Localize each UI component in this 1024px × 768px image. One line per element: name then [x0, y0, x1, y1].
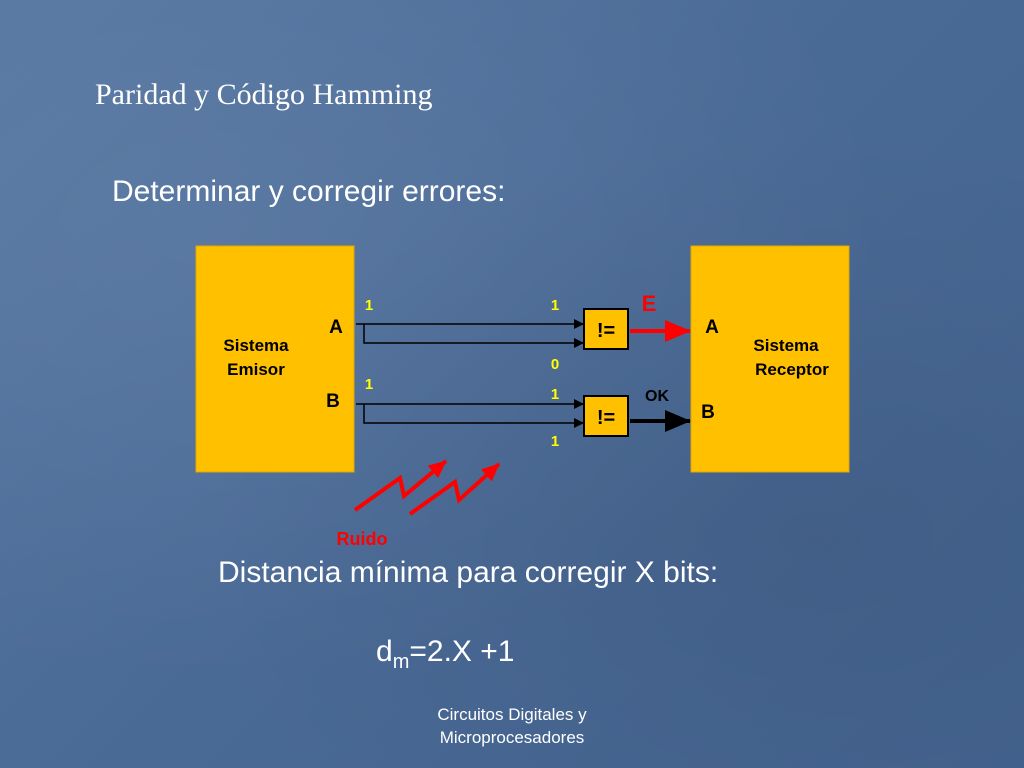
comparator-a-box [583, 308, 629, 350]
noise-arrow-1-icon [353, 459, 448, 512]
bit-b-in-top: 1 [551, 386, 559, 403]
comparator-b-symbol: != [597, 407, 615, 429]
emitter-port-b: B [326, 391, 340, 412]
bit-a-in-top: 1 [551, 297, 559, 314]
wire-a-bottom [363, 324, 584, 348]
bit-b-sent: 1 [365, 376, 373, 393]
footer-line-1: Circuitos Digitales y [437, 705, 587, 724]
formula-subscript: m [392, 651, 410, 673]
ok-label: OK [645, 388, 669, 405]
bit-a-in-bottom: 0 [551, 356, 559, 373]
noise-label: Ruido [337, 529, 388, 549]
bit-a-sent: 1 [365, 297, 373, 314]
emitter-label-line1: Sistema [223, 336, 289, 355]
footer: Circuitos Digitales y Microprocesadores [400, 703, 624, 749]
distance-text: Distancia mínima para corregir X bits: [218, 556, 719, 589]
subheading: Determinar y corregir errores: [112, 175, 506, 208]
slide-title: Paridad y Código Hamming [95, 78, 433, 111]
error-label: E [642, 291, 657, 316]
comparator-b-box [583, 395, 629, 437]
emitter-label-line2: Emisor [227, 360, 285, 379]
wire-b-bottom [363, 404, 584, 428]
receiver-port-b: B [701, 402, 715, 423]
emitter-block [195, 245, 355, 473]
emitter-port-a: A [329, 317, 343, 338]
receiver-label-line2: Receptor [755, 360, 829, 379]
footer-line-2: Microprocesadores [439, 728, 585, 747]
formula: dm=2.X +1 [376, 635, 514, 674]
formula-rest: =2.X +1 [409, 635, 515, 668]
receiver-block [690, 245, 850, 473]
formula-base: d [376, 635, 393, 668]
comparator-a-symbol: != [597, 320, 615, 342]
bit-b-in-bottom: 1 [551, 433, 559, 450]
receiver-port-a: A [705, 317, 719, 338]
receiver-label-line1: Sistema [753, 336, 819, 355]
noise-arrow-2-icon [408, 462, 501, 516]
